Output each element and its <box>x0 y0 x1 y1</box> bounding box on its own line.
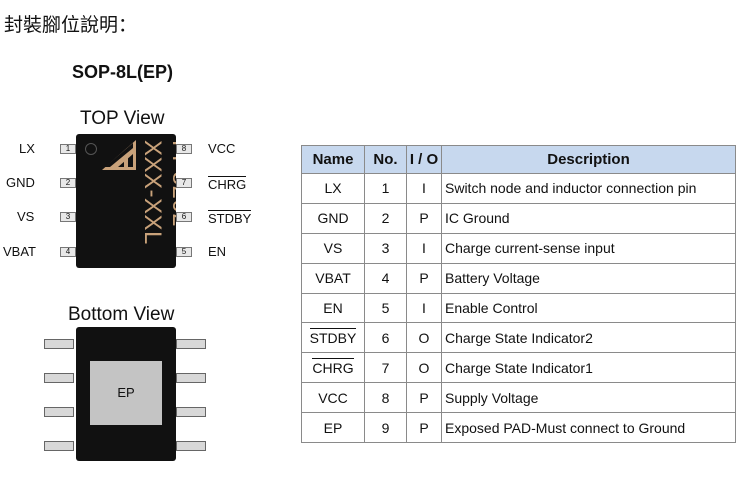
pin-label-vcc: VCC <box>208 141 236 156</box>
brand-logo-icon <box>102 140 136 170</box>
pin-label-stdby: STDBY <box>208 210 252 226</box>
table-row: CHRG 7 O Charge State Indicator1 <box>301 352 736 384</box>
lead-pin-4: 4 <box>60 247 76 257</box>
cell-no: 2 <box>364 202 407 234</box>
table-row: EN 5 I Enable Control <box>301 292 736 324</box>
bottom-lead-left-2 <box>44 373 74 383</box>
cell-name: CHRG <box>301 352 365 384</box>
pin-label-en: EN <box>208 244 227 259</box>
table-row: VBAT 4 P Battery Voltage <box>301 262 736 294</box>
lead-pin-5: 5 <box>176 247 192 257</box>
cell-no: 4 <box>364 262 407 294</box>
cell-io: P <box>406 202 442 234</box>
cell-name-text: STDBY <box>309 327 357 346</box>
cell-desc: Supply Voltage <box>441 382 736 414</box>
cell-name: STDBY <box>301 322 365 354</box>
cell-name: VBAT <box>301 262 365 294</box>
chip-marking-line2: XXX-XXL <box>139 140 166 245</box>
pin1-dot-marker <box>85 143 97 155</box>
cell-io: I <box>406 173 442 204</box>
cell-io: I <box>406 292 442 324</box>
cell-desc: Switch node and inductor connection pin <box>441 173 736 204</box>
exposed-pad: EP <box>90 361 162 425</box>
page-heading: 封裝腳位說明： <box>4 14 138 36</box>
pin-description-table: Name No. I / O Description LX 1 I Switch… <box>301 145 736 444</box>
cell-no: 3 <box>364 232 407 264</box>
table-header-row: Name No. I / O Description <box>301 145 736 174</box>
bottom-lead-left-4 <box>44 441 74 451</box>
package-title: SOP-8L(EP) <box>72 62 174 82</box>
cell-io: O <box>406 352 442 384</box>
header-no: No. <box>364 145 407 174</box>
table-row: EP 9 P Exposed PAD-Must connect to Groun… <box>301 412 736 444</box>
chip-marking-line1: FP8202 <box>167 140 176 228</box>
cell-no: 8 <box>364 382 407 414</box>
lead-pin-7: 7 <box>176 178 192 188</box>
cell-desc: Charge State Indicator2 <box>441 322 736 354</box>
cell-desc: Battery Voltage <box>441 262 736 294</box>
bottom-view-chip: EP <box>76 327 176 461</box>
table-row: STDBY 6 O Charge State Indicator2 <box>301 322 736 354</box>
table-row: GND 2 P IC Ground <box>301 202 736 234</box>
lead-pin-6: 6 <box>176 212 192 222</box>
bottom-lead-right-1 <box>176 339 206 349</box>
cell-desc: Enable Control <box>441 292 736 324</box>
pin-label-chrg: CHRG <box>208 176 247 192</box>
pin-label-vs: VS <box>17 209 35 224</box>
top-view-chip: FP8202 XXX-XXL <box>76 134 176 268</box>
lead-pin-3: 3 <box>60 212 76 222</box>
lead-pin-2: 2 <box>60 178 76 188</box>
bottom-lead-right-4 <box>176 441 206 451</box>
cell-name: VS <box>301 232 365 264</box>
bottom-lead-left-3 <box>44 407 74 417</box>
cell-name: EN <box>301 292 365 324</box>
table-row: LX 1 I Switch node and inductor connecti… <box>301 173 736 204</box>
cell-io: I <box>406 232 442 264</box>
cell-name: GND <box>301 202 365 234</box>
cell-no: 9 <box>364 412 407 444</box>
cell-no: 1 <box>364 173 407 204</box>
header-name: Name <box>301 145 365 174</box>
bottom-view-title: Bottom View <box>68 304 175 325</box>
table-row: VCC 8 P Supply Voltage <box>301 382 736 414</box>
cell-no: 7 <box>364 352 407 384</box>
bottom-lead-right-2 <box>176 373 206 383</box>
bottom-lead-right-3 <box>176 407 206 417</box>
cell-desc: Exposed PAD-Must connect to Ground <box>441 412 736 444</box>
cell-io: O <box>406 322 442 354</box>
cell-desc: IC Ground <box>441 202 736 234</box>
cell-io: P <box>406 412 442 444</box>
cell-name: LX <box>301 173 365 204</box>
top-view-title: TOP View <box>80 108 165 129</box>
lead-pin-8: 8 <box>176 144 192 154</box>
table-row: VS 3 I Charge current-sense input <box>301 232 736 264</box>
cell-io: P <box>406 382 442 414</box>
pin-label-gnd: GND <box>6 175 35 190</box>
cell-name: EP <box>301 412 365 444</box>
pin-label-vbat: VBAT <box>3 244 36 259</box>
pin-label-lx: LX <box>19 141 35 156</box>
bottom-lead-left-1 <box>44 339 74 349</box>
cell-desc: Charge State Indicator1 <box>441 352 736 384</box>
chip-marking: FP8202 XXX-XXL <box>132 140 176 260</box>
lead-pin-1: 1 <box>60 144 76 154</box>
cell-name-text: CHRG <box>312 357 354 376</box>
cell-no: 5 <box>364 292 407 324</box>
cell-name: VCC <box>301 382 365 414</box>
cell-desc: Charge current-sense input <box>441 232 736 264</box>
cell-no: 6 <box>364 322 407 354</box>
header-io: I / O <box>406 145 442 174</box>
cell-io: P <box>406 262 442 294</box>
header-description: Description <box>441 145 736 174</box>
